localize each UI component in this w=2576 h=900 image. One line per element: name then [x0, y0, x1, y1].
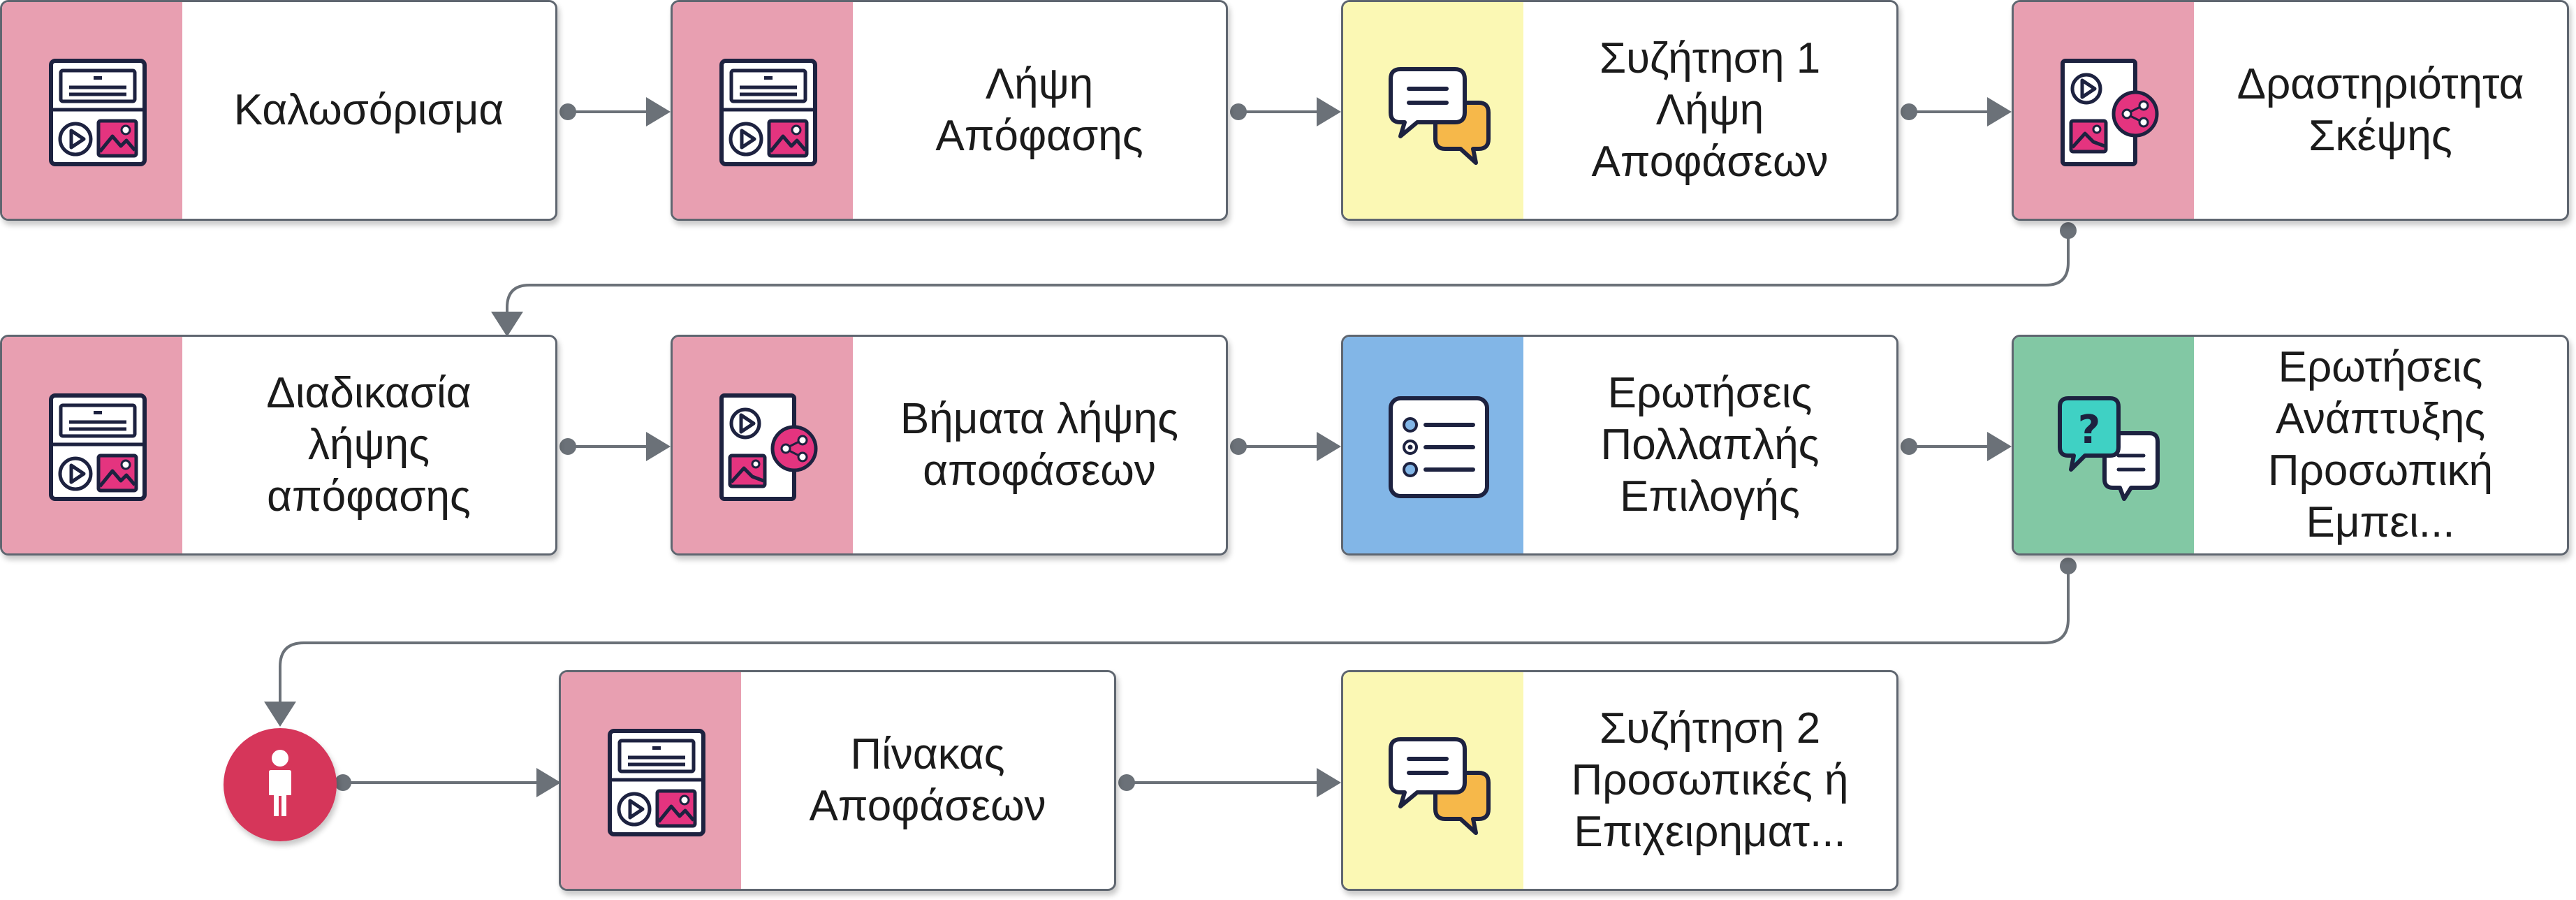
connector-thinking-activity-to-decision-process [506, 231, 2070, 323]
share-media-icon [2057, 57, 2162, 168]
svg-text:?: ? [2078, 407, 2100, 453]
node-label-line: αποφάσεων [923, 447, 1156, 495]
chat-bubbles-icon [1386, 57, 1491, 168]
share-media-icon [716, 391, 821, 503]
start-node[interactable] [224, 728, 337, 841]
node-label-line: Συζήτηση 1 [1599, 34, 1821, 82]
node-welcome[interactable]: Καλωσόρισμα [0, 0, 557, 221]
node-label-line: Λήψη [1655, 86, 1764, 134]
node-label-line: Αποφάσεων [1591, 138, 1829, 186]
node-label-line: Αποφάσεων [809, 782, 1046, 830]
node-label-line: Επιλογής [1620, 472, 1800, 521]
node-label-line: απόφασης [267, 472, 471, 521]
node-label-line: Απόφασης [935, 112, 1143, 160]
connector-open-questions-to-start-node [279, 566, 2070, 711]
media-page-icon [716, 57, 821, 168]
media-page-icon [45, 57, 150, 168]
node-label-line: Σκέψης [2308, 112, 2452, 160]
media-page-icon [604, 727, 709, 839]
node-label-line: Εμπει... [2306, 498, 2455, 546]
node-label-line: Πίνακας [850, 730, 1005, 778]
node-label-line: Δραστηριότητα [2237, 60, 2524, 108]
node-label-line: Βήματα λήψης [900, 395, 1179, 443]
node-label-line: Συζήτηση 2 [1599, 704, 1821, 753]
node-label-line: Καλωσόρισμα [233, 86, 504, 134]
node-label-line: Διαδικασία [266, 369, 471, 417]
chat-bubbles-icon [1386, 727, 1491, 839]
list-icon [1386, 391, 1491, 503]
node-label-line: Ερωτήσεις [2278, 343, 2483, 391]
question-chat-icon: ? [2057, 391, 2162, 503]
node-label-line: λήψης [307, 421, 430, 469]
media-page-icon [45, 391, 150, 503]
node-label-line: Επιχειρηματ... [1574, 808, 1846, 856]
node-label-line: Λήψη [985, 60, 1094, 108]
node-label-line: Προσωπικές ή [1571, 756, 1849, 804]
node-label-line: Προσωπική [2267, 447, 2494, 495]
person-icon [224, 728, 337, 841]
node-label: Καλωσόρισμα [182, 2, 555, 219]
node-label-line: Ανάπτυξης [2275, 395, 2486, 443]
node-label-line: Ερωτήσεις [1607, 369, 1813, 417]
node-label-line: Πολλαπλής [1600, 421, 1820, 469]
